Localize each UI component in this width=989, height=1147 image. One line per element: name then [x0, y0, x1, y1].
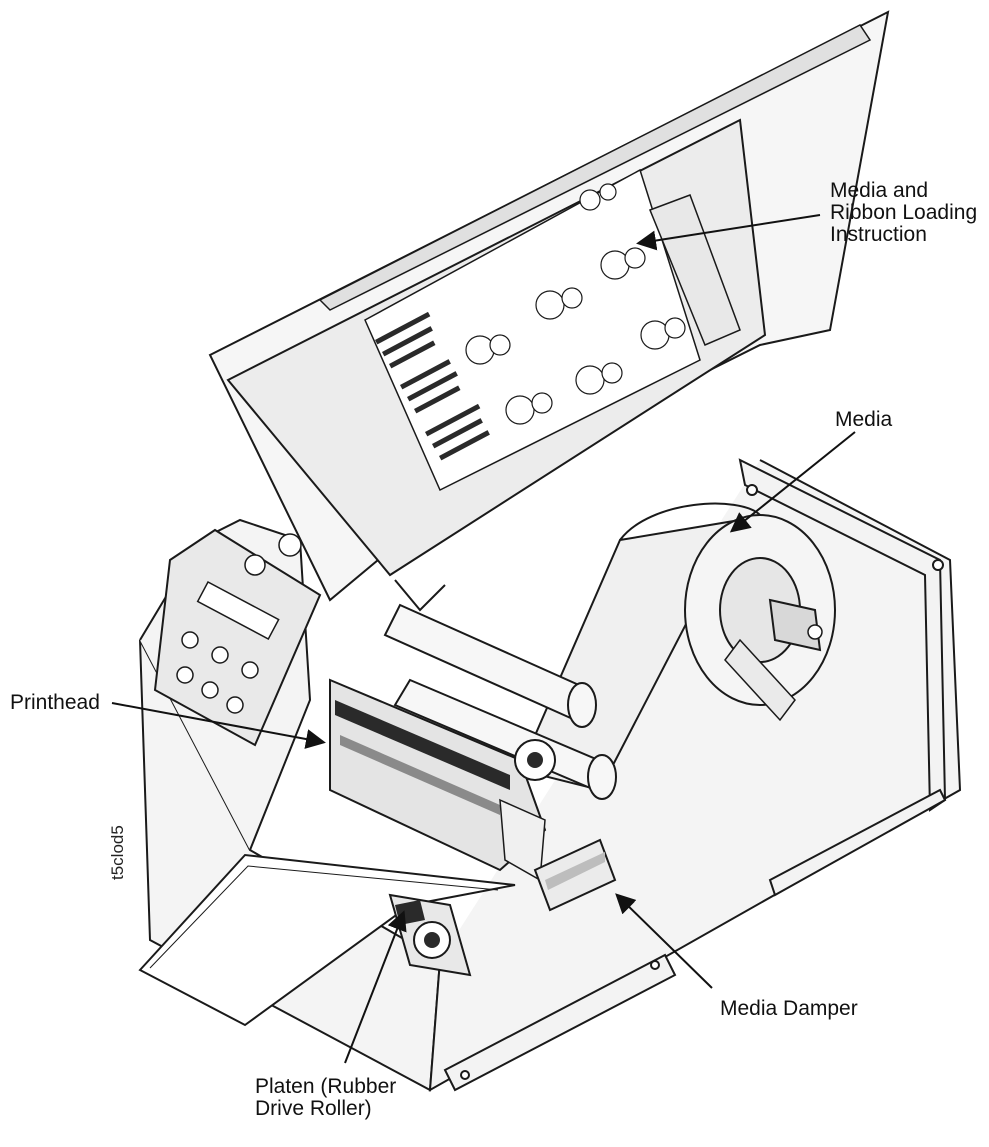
figure-id-label: t5clod5 [108, 825, 127, 880]
front-rail [443, 953, 677, 1092]
leader-lines [111, 214, 856, 1064]
callout-media-damper: Media Damper [720, 997, 858, 1020]
callout-platen: Platen (Rubber Drive Roller) [255, 1075, 397, 1120]
leader-media-ribbon-instruction [636, 214, 821, 251]
ribbon-spindles [383, 579, 617, 800]
leader-platen [344, 910, 407, 1064]
callout-media: Media [835, 408, 893, 431]
platen-roller [388, 893, 472, 977]
callout-media-ribbon-instruction: Media and Ribbon Loading Instruction [830, 179, 978, 246]
leader-media-damper [615, 893, 713, 989]
top-cover [208, 10, 890, 602]
callout-printhead: Printhead [10, 691, 100, 714]
printhead-assembly [329, 678, 556, 882]
control-panel [153, 528, 322, 747]
media-damper [533, 838, 617, 912]
media-web [138, 853, 516, 1027]
leader-printhead [111, 702, 326, 749]
right-frame [738, 458, 947, 897]
leader-media [729, 431, 856, 533]
